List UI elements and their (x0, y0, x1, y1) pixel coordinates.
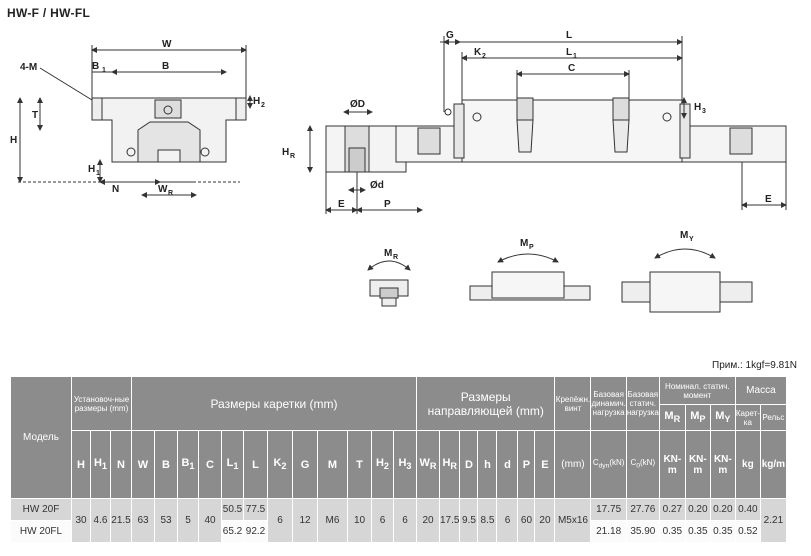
label-H2-sub: 2 (261, 102, 265, 109)
label-L1-sub: 1 (573, 53, 577, 60)
sym-MP: MP (684, 404, 711, 431)
sym-H: H (71, 430, 91, 499)
sym-MR: MR (658, 404, 686, 431)
sym-L: L (243, 430, 268, 499)
sym-L1: L1 (221, 430, 244, 499)
col-mass: Масса (734, 376, 787, 405)
col-block: Размеры каретки (mm) (131, 376, 417, 431)
row2-model: HW 20FL (10, 520, 72, 543)
unit-note: Прим.: 1kgf=9.81N (712, 360, 797, 371)
sym-T: T (347, 430, 372, 499)
sym-d: d (496, 430, 519, 499)
sym-h: h (477, 430, 498, 499)
table-row: HW 20FL 65.2 92.2 21.18 35.90 0.35 0.35 … (10, 520, 787, 543)
sym-G: G (292, 430, 318, 499)
label-H1: H (88, 164, 95, 175)
unit-kgm: kg/m (759, 430, 787, 499)
label-MR-sub: R (393, 254, 398, 261)
sym-MY: MY (709, 404, 736, 431)
label-K2: K (474, 47, 482, 58)
sym-P: P (517, 430, 536, 499)
label-B1: B (92, 61, 99, 72)
unit-knm-1: KN-m (658, 430, 686, 499)
sym-B1: B1 (177, 430, 199, 499)
label-T: T (32, 110, 38, 121)
sym-H1: H1 (90, 430, 111, 499)
label-C: C (568, 63, 575, 74)
mass-rail: Рельс (759, 404, 787, 431)
label-d: Ød (370, 180, 384, 191)
sym-M: M (317, 430, 348, 499)
page-title: HW-F / HW-FL (7, 6, 91, 20)
col-bolt: Крепёжн. винт (554, 376, 592, 431)
col-rail: Размеры направляющей (mm) (415, 376, 556, 431)
label-HR-sub: R (290, 153, 295, 160)
label-HR: H (282, 147, 289, 158)
label-D: ØD (350, 99, 365, 110)
unit-kg: kg (734, 430, 761, 499)
label-L: L (566, 30, 572, 41)
label-W: W (162, 39, 172, 50)
label-E2: E (765, 194, 772, 205)
col-model: Модель (10, 376, 72, 499)
label-N: N (112, 184, 119, 195)
block-side-view (461, 99, 683, 163)
technical-drawing: W B 1 B 4-M H 2 T H H 1 N W R ØD Ød H R … (10, 30, 787, 313)
col-mount: Установоч-ные размеры (mm) (71, 376, 132, 431)
c0-label: C0(kN) (625, 430, 660, 499)
table-row: HW 20F 30 4.6 21.5 63 53 5 40 50.5 77.5 … (10, 498, 787, 543)
sym-N: N (110, 430, 132, 499)
spec-table: Модель Установоч-ные размеры (mm) Размер… (10, 376, 787, 543)
sym-C: C (198, 430, 222, 499)
label-MP-sub: P (529, 244, 534, 251)
label-K2-sub: 2 (482, 53, 486, 60)
label-L1: L (566, 47, 572, 58)
sym-HR: HR (438, 430, 461, 499)
sym-WR: WR (416, 430, 440, 499)
label-H3-sub: 3 (702, 108, 706, 115)
mass-block: Карет-ка (734, 404, 761, 431)
sym-W: W (131, 430, 155, 499)
label-E: E (338, 199, 345, 210)
label-G: G (446, 30, 454, 41)
label-B1-sub: 1 (102, 67, 106, 74)
cdyn-label: Cdyn(kN) (590, 430, 627, 499)
col-stat: Базовая статич. нагрузка (625, 376, 660, 431)
label-H2: H (253, 96, 260, 107)
sym-H3: H3 (393, 430, 417, 499)
label-H: H (10, 135, 17, 146)
label-H1-sub: 1 (96, 170, 100, 177)
sym-K2: K2 (267, 430, 293, 499)
sym-B: B (154, 430, 178, 499)
label-MY-sub: Y (689, 236, 694, 243)
rail-front-view (137, 121, 201, 163)
label-WR-sub: R (168, 190, 173, 197)
label-MR: M (384, 248, 392, 259)
label-MY: M (680, 230, 688, 241)
sym-H2: H2 (371, 430, 394, 499)
label-MP: M (520, 238, 528, 249)
label-WR: W (158, 184, 168, 195)
label-P: P (384, 199, 391, 210)
label-4M: 4-M (20, 62, 37, 73)
col-dyn: Базовая динамич. нагрузка (590, 376, 627, 431)
unit-knm-2: KN-m (684, 430, 711, 499)
row1-model: HW 20F (10, 498, 72, 521)
label-H3: H (694, 102, 701, 113)
unit-knm-3: KN-m (709, 430, 736, 499)
label-B: B (162, 61, 169, 72)
bolt-unit: (mm) (554, 430, 592, 499)
sym-D: D (459, 430, 479, 499)
col-moment: Номинал. статич. момент (658, 376, 736, 405)
sym-E: E (534, 430, 556, 499)
